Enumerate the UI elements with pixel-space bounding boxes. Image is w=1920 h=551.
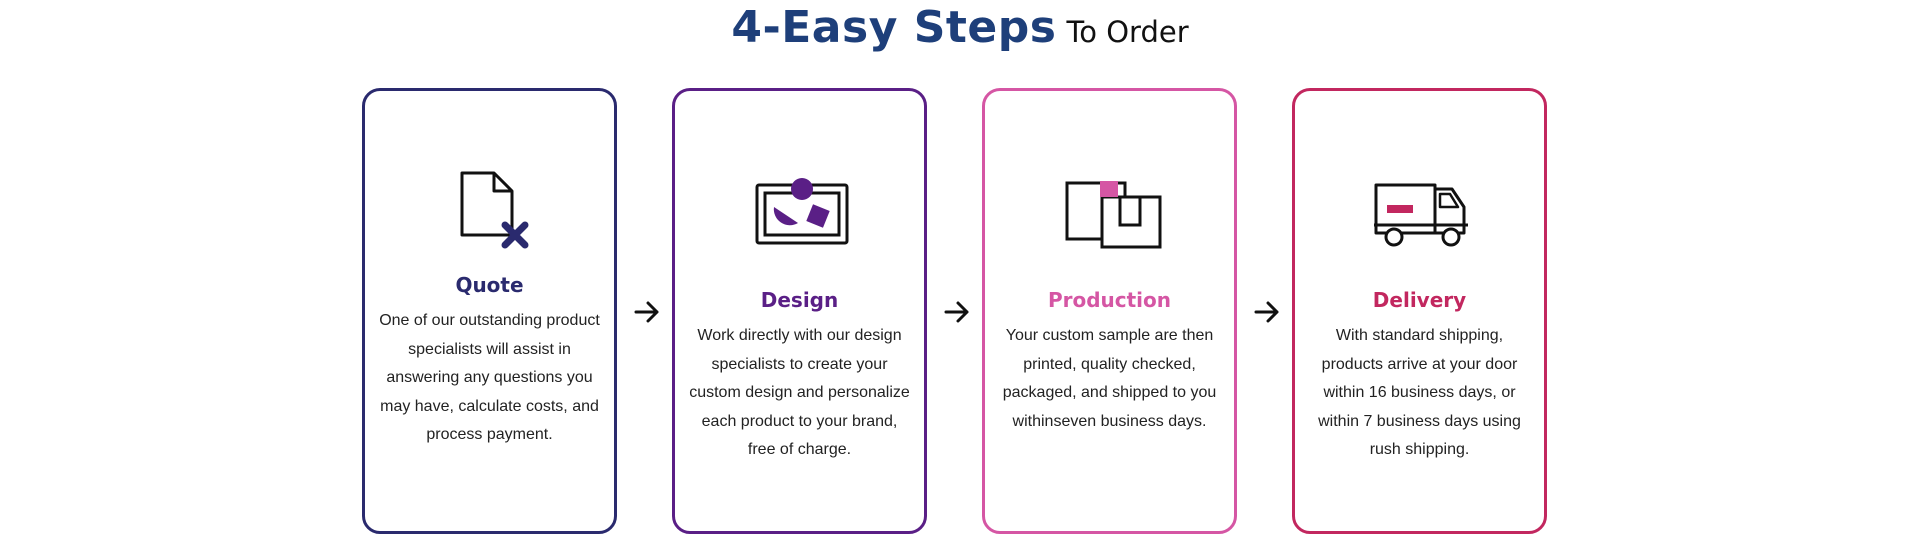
step-card-production: Production Your custom sample are then p… — [982, 88, 1237, 534]
step-card-quote: Quote One of our outstanding product spe… — [362, 88, 617, 534]
design-shapes-icon — [752, 163, 852, 263]
packages-icon — [1062, 163, 1162, 263]
arrow-right-icon — [1252, 297, 1282, 327]
step-heading-quote: Quote — [455, 273, 524, 297]
step-card-design: Design Work directly with our design spe… — [672, 88, 927, 534]
step-heading-design: Design — [760, 288, 839, 312]
step-heading-production: Production — [1047, 288, 1172, 312]
title-sub: To Order — [1066, 15, 1189, 49]
step-description-design: Work directly with our design specialist… — [689, 327, 910, 458]
title-main: 4-Easy Steps — [731, 2, 1057, 53]
document-x-icon — [442, 163, 542, 263]
arrow-right-icon — [942, 297, 972, 327]
step-description-production: Your custom sample are then printed, qua… — [1002, 327, 1217, 430]
step-heading-delivery: Delivery — [1372, 288, 1467, 312]
step-card-delivery: Delivery With standard shipping, product… — [1292, 88, 1547, 534]
page-title: 4-Easy Steps To Order — [0, 2, 1920, 53]
step-description-quote: One of our outstanding product specialis… — [379, 312, 600, 443]
step-description-delivery: With standard shipping, products arrive … — [1318, 327, 1521, 458]
arrow-right-icon — [632, 297, 662, 327]
delivery-truck-icon — [1372, 163, 1472, 263]
